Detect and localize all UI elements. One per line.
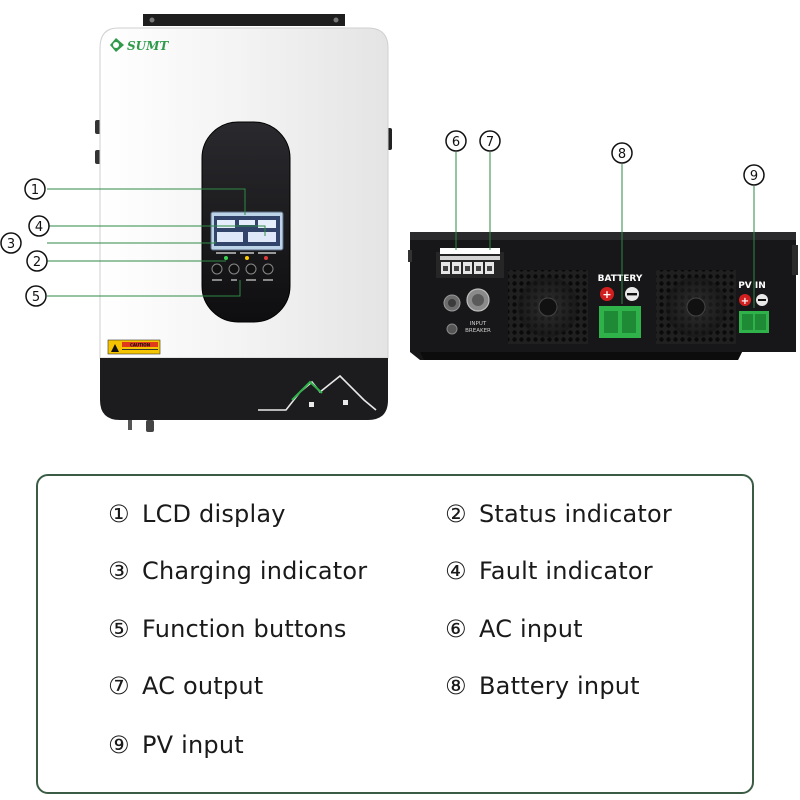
legend-number: ④ — [445, 557, 467, 585]
mounting-bracket — [143, 14, 345, 26]
svg-text:1: 1 — [31, 183, 39, 198]
legend-number: ② — [445, 500, 467, 528]
pv-terminals: PV IN + — [738, 281, 769, 333]
legend-item-pv-input: ⑨ PV input — [108, 731, 244, 759]
legend-number: ⑤ — [108, 615, 130, 643]
legend-label: Function buttons — [142, 615, 347, 643]
callout-6: 6 — [445, 130, 467, 152]
inverter-diagram: SUMT — [0, 14, 798, 432]
battery-terminals: BATTERY + — [598, 274, 643, 338]
svg-text:+: + — [741, 296, 749, 307]
legend-label: AC input — [479, 615, 583, 643]
input-breaker: INPUT BREAKER — [465, 288, 491, 334]
legend-label: Charging indicator — [142, 557, 368, 585]
legend-number: ⑧ — [445, 672, 467, 700]
fan-right — [656, 270, 736, 344]
legend-box — [36, 474, 754, 794]
svg-text:2: 2 — [33, 255, 41, 270]
inverter-front-view: SUMT — [0, 14, 392, 432]
input-breaker-label-1: INPUT — [470, 321, 487, 327]
callout-7: 7 — [479, 130, 501, 152]
fan-left — [508, 270, 588, 344]
ac-terminal-block — [436, 248, 504, 278]
indicator-leds — [216, 252, 276, 260]
callout-1: 1 — [24, 178, 46, 200]
legend-label: Fault indicator — [479, 557, 653, 585]
input-breaker-label-2: BREAKER — [465, 328, 491, 334]
callout-5: 5 — [25, 285, 47, 307]
caution-label: CAUTION — [107, 339, 161, 355]
legend-item-ac-output: ⑦ AC output — [108, 672, 263, 700]
legend-item-fault-indicator: ④ Fault indicator — [445, 557, 653, 585]
legend-item-function-buttons: ⑤ Function buttons — [108, 615, 347, 643]
bottom-callout-lines — [455, 152, 755, 308]
brand-logo: SUMT — [110, 38, 169, 53]
pv-label: PV IN — [738, 281, 766, 291]
callout-3: 3 — [0, 232, 22, 254]
svg-text:5: 5 — [32, 290, 40, 305]
legend-item-charging-indicator: ③ Charging indicator — [108, 557, 367, 585]
caution-text: CAUTION — [130, 343, 150, 348]
svg-text:8: 8 — [618, 147, 626, 162]
ground-screw — [446, 323, 458, 335]
device-base — [100, 358, 388, 420]
svg-text:4: 4 — [35, 220, 43, 235]
battery-label: BATTERY — [598, 274, 643, 284]
svg-text:7: 7 — [486, 135, 494, 150]
svg-text:6: 6 — [452, 135, 460, 150]
legend-item-status-indicator: ② Status indicator — [445, 500, 672, 528]
callout-8: 8 — [611, 142, 633, 164]
legend-number: ① — [108, 500, 130, 528]
callout-2: 2 — [26, 250, 48, 272]
callout-9: 9 — [743, 164, 765, 186]
house-graphic — [258, 374, 377, 411]
brand-name: SUMT — [127, 39, 169, 53]
legend-number: ⑦ — [108, 672, 130, 700]
svg-text:+: + — [602, 288, 611, 301]
legend-label: AC output — [142, 672, 264, 700]
inverter-bottom-view: INPUT BREAKER BATTERY + PV IN — [408, 130, 798, 360]
legend-number: ③ — [108, 557, 130, 585]
legend-label: Status indicator — [479, 500, 672, 528]
pv-positive-icon — [739, 294, 751, 306]
legend-number: ⑨ — [108, 731, 130, 759]
legend-item-ac-input: ⑥ AC input — [445, 615, 583, 643]
legend-label: LCD display — [142, 500, 286, 528]
legend-item-battery-input: ⑧ Battery input — [445, 672, 640, 700]
legend-label: Battery input — [479, 672, 640, 700]
front-callout-lines — [47, 188, 266, 297]
svg-text:9: 9 — [750, 169, 758, 184]
legend-number: ⑥ — [445, 615, 467, 643]
function-buttons — [211, 263, 274, 281]
legend-label: PV input — [142, 731, 244, 759]
callout-4: 4 — [28, 215, 50, 237]
legend-item-lcd-display: ① LCD display — [108, 500, 286, 528]
svg-text:3: 3 — [7, 237, 15, 252]
battery-positive-icon — [600, 287, 614, 301]
